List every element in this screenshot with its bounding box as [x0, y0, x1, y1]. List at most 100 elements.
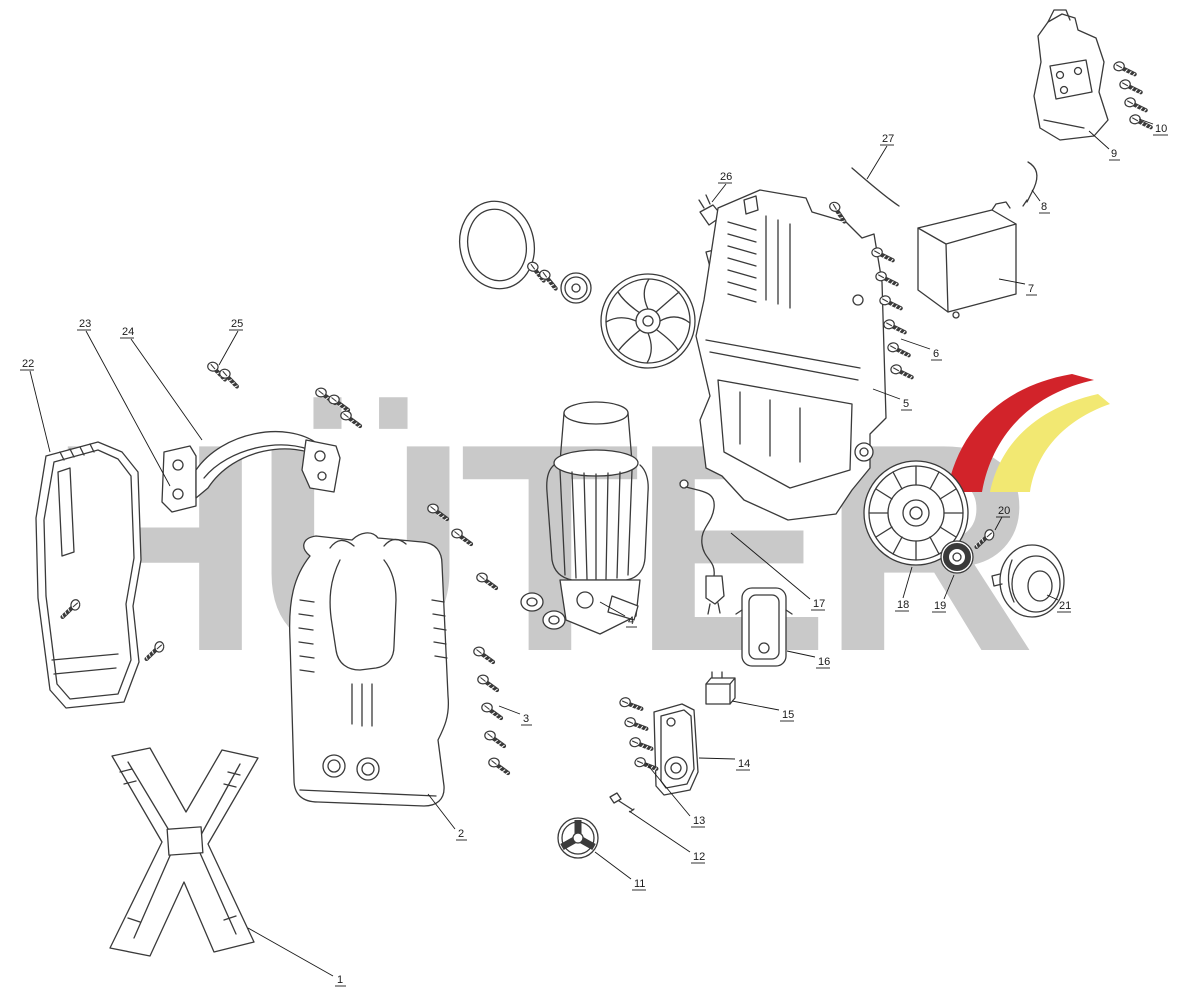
- part-label-4: 4: [599, 601, 637, 628]
- part-number: 23: [79, 318, 91, 330]
- leader-line: [85, 330, 171, 487]
- fan-wheel: [600, 273, 696, 369]
- part-label-27: 27: [866, 133, 894, 180]
- leader-line: [998, 278, 1026, 285]
- part-18-wheel: [863, 460, 969, 566]
- seal-ring: [459, 200, 535, 290]
- part-label-3: 3: [498, 705, 532, 726]
- part-4-motor-pump: [520, 401, 649, 635]
- part-number: 1: [337, 974, 343, 986]
- screw-set-fan: [525, 261, 560, 290]
- part-number: 17: [813, 598, 825, 610]
- part-label-2: 2: [427, 793, 467, 841]
- part-number: 20: [998, 505, 1010, 517]
- leader-line: [645, 762, 691, 817]
- part-number: 10: [1155, 123, 1167, 135]
- part-label-13: 13: [645, 762, 705, 828]
- part-number: 24: [122, 326, 134, 338]
- part-number: 18: [897, 599, 909, 611]
- part-label-18: 18: [895, 566, 913, 612]
- part-number: 15: [782, 709, 794, 721]
- part-14-cover-plate: [653, 703, 699, 796]
- part-20-screw: [975, 528, 994, 550]
- leader-line: [247, 927, 334, 977]
- leader-line: [698, 757, 736, 760]
- part-number: 8: [1041, 201, 1047, 213]
- part-number: 3: [523, 713, 529, 725]
- part-number: 14: [738, 758, 750, 770]
- part-label-7: 7: [998, 278, 1037, 296]
- part-22-side-panel: [35, 441, 142, 709]
- leader-line: [1046, 594, 1059, 601]
- leader-line: [427, 793, 456, 830]
- part-label-26: 26: [711, 171, 732, 203]
- part-27-rod: [851, 167, 900, 207]
- part-12-bolt: [609, 792, 635, 813]
- leader-line: [730, 532, 811, 600]
- part-label-20: 20: [994, 505, 1010, 531]
- part-label-5: 5: [872, 388, 912, 411]
- part-16-switch-bracket: [735, 587, 793, 667]
- screw-set-handle: [316, 388, 361, 427]
- part-25-screws: [206, 361, 240, 387]
- part-1-base-frame: [109, 747, 259, 957]
- leader-line: [628, 810, 691, 853]
- part-label-19: 19: [932, 574, 955, 613]
- leader-line: [130, 338, 203, 441]
- leader-line: [786, 650, 816, 658]
- logo-swoosh-yellow: [990, 394, 1110, 492]
- part-label-24: 24: [120, 326, 203, 441]
- part-number: 26: [720, 171, 732, 183]
- part-17-power-cable: [679, 479, 725, 615]
- leader-line: [594, 851, 632, 880]
- part-number: 22: [22, 358, 34, 370]
- part-label-8: 8: [1031, 189, 1050, 214]
- part-number: 25: [231, 318, 243, 330]
- leader-line: [731, 700, 780, 711]
- part-label-12: 12: [628, 810, 705, 864]
- part-24-handle: [161, 431, 341, 513]
- part-number: 21: [1059, 600, 1071, 612]
- part-label-11: 11: [594, 851, 646, 891]
- leader-line: [866, 145, 888, 180]
- pulley-disc: [560, 272, 592, 304]
- part-number: 27: [882, 133, 894, 145]
- part-label-6: 6: [900, 338, 942, 361]
- part-label-16: 16: [786, 650, 830, 669]
- part-label-17: 17: [730, 532, 825, 611]
- part-number: 13: [693, 815, 705, 827]
- part-number: 7: [1028, 283, 1034, 295]
- part-11-knob-cap: [557, 817, 599, 859]
- part-label-21: 21: [1046, 594, 1071, 613]
- part-label-9: 9: [1088, 130, 1120, 161]
- logo-swoosh-red: [947, 374, 1094, 492]
- part-number: 4: [628, 615, 634, 627]
- part-number: 9: [1111, 148, 1117, 160]
- part-19-washer: [940, 540, 974, 574]
- part-21-wheel-cap: [991, 544, 1065, 618]
- part-2-front-cover: [288, 532, 450, 807]
- part-label-1: 1: [247, 927, 346, 987]
- leader-line: [900, 338, 931, 350]
- part-7-capacitor-box: [917, 201, 1017, 319]
- leader-line: [943, 574, 955, 600]
- part-label-14: 14: [698, 757, 750, 771]
- part-number: 2: [458, 828, 464, 840]
- part-label-22: 22: [20, 358, 51, 453]
- part-number: 6: [933, 348, 939, 360]
- leader-line: [599, 601, 626, 617]
- part-number: 5: [903, 398, 909, 410]
- part-15-switch: [705, 671, 736, 705]
- part-label-10: 10: [1138, 118, 1168, 136]
- part-8-clip: [1022, 161, 1038, 207]
- part-label-25: 25: [218, 318, 243, 366]
- part-5-main-housing: [695, 189, 887, 521]
- leader-line: [711, 183, 727, 203]
- leader-line: [218, 330, 239, 366]
- part-label-15: 15: [731, 700, 794, 722]
- leader-line: [1138, 118, 1154, 125]
- part-number: 19: [934, 600, 946, 612]
- part-label-23: 23: [77, 318, 171, 487]
- part-number: 16: [818, 656, 830, 668]
